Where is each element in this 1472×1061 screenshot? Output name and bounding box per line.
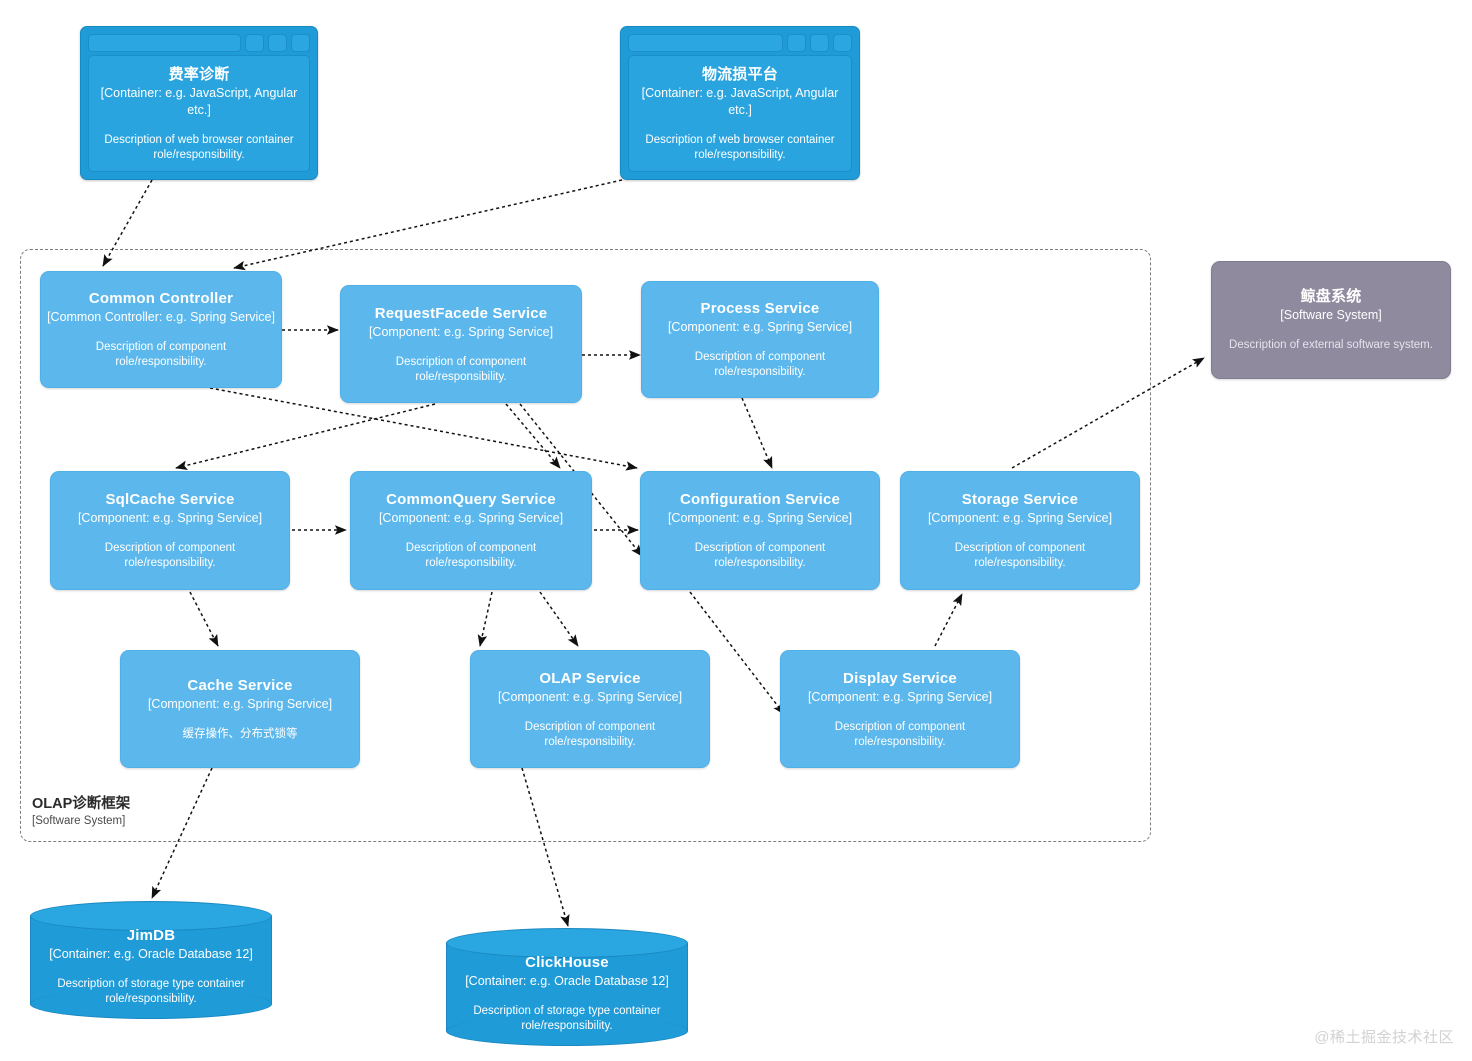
node-desc: 缓存操作、分布式锁等 (182, 728, 298, 740)
node-title: CommonQuery Service (386, 491, 556, 508)
browser-address-bar (88, 33, 241, 52)
node-title: Configuration Service (679, 491, 841, 508)
node-desc: Description of component role/responsibi… (694, 542, 826, 569)
node-tech: [Common Controller: e.g. Spring Service] (47, 310, 275, 324)
browser-screen: 物流损平台 [Container: e.g. JavaScript, Angul… (628, 55, 852, 172)
node-title: Display Service (843, 669, 957, 687)
node-requestfacede-service[interactable]: RequestFacede Service [Component: e.g. S… (340, 285, 582, 403)
node-tech: [Container: e.g. JavaScript, Angular etc… (100, 85, 298, 117)
node-jimdb[interactable]: JimDB [Container: e.g. Oracle Database 1… (30, 901, 272, 1019)
node-tech: [Component: e.g. Spring Service] (807, 689, 993, 704)
node-title: 鲸盘系统 (1300, 288, 1362, 305)
browser-address-bar (628, 33, 783, 52)
browser-button-icon (291, 33, 310, 52)
node-tech: [Component: e.g. Spring Service] (667, 511, 853, 525)
node-title: Process Service (700, 300, 820, 317)
node-tech: [Component: e.g. Spring Service] (77, 511, 263, 525)
node-tech: [Container: e.g. Oracle Database 12] (49, 946, 253, 961)
node-commonquery-service[interactable]: CommonQuery Service [Component: e.g. Spr… (350, 471, 592, 590)
node-tech: [Component: e.g. Spring Service] (667, 320, 853, 334)
browser-chrome (88, 33, 310, 52)
node-desc: Description of component role/responsibi… (95, 341, 227, 368)
node-display-service[interactable]: Display Service [Component: e.g. Spring … (780, 650, 1020, 768)
node-process-service[interactable]: Process Service [Component: e.g. Spring … (641, 281, 879, 398)
node-title: 费率诊断 (168, 65, 230, 83)
node-tech: [Component: e.g. Spring Service] (497, 689, 683, 704)
node-desc: Description of component role/responsibi… (694, 351, 826, 378)
boundary-title: OLAP诊断框架 (32, 796, 131, 812)
node-desc: Description of storage type container ro… (473, 1004, 661, 1032)
node-desc: Description of component role/responsibi… (834, 720, 966, 748)
node-title: Cache Service (187, 677, 293, 694)
browser-button-icon (268, 33, 287, 52)
watermark: @稀土掘金技术社区 (1314, 1029, 1454, 1046)
database-cylinder-icon (446, 928, 688, 1046)
database-cylinder-icon (30, 901, 272, 1019)
node-clickhouse[interactable]: ClickHouse [Container: e.g. Oracle Datab… (446, 928, 688, 1046)
node-desc: Description of component role/responsibi… (524, 720, 656, 748)
node-fee-rate-diagnosis[interactable]: 费率诊断 [Container: e.g. JavaScript, Angula… (80, 26, 318, 180)
boundary-type: [Software System] (32, 815, 126, 827)
node-desc: Description of web browser container rol… (645, 133, 835, 161)
node-tech: [Component: e.g. Spring Service] (368, 324, 554, 339)
node-sqlcache-service[interactable]: SqlCache Service [Component: e.g. Spring… (50, 471, 290, 590)
node-tech: [Software System] (1280, 308, 1382, 322)
node-desc: Description of component role/responsibi… (954, 542, 1086, 569)
node-common-controller[interactable]: Common Controller [Common Controller: e.… (40, 271, 282, 388)
node-title: OLAP Service (539, 669, 641, 687)
node-tech: [Component: e.g. Spring Service] (378, 511, 564, 525)
browser-button-icon (245, 33, 264, 52)
node-desc: Description of component role/responsibi… (405, 542, 537, 569)
browser-screen: 费率诊断 [Container: e.g. JavaScript, Angula… (88, 55, 310, 172)
browser-button-icon (787, 33, 806, 52)
node-tech: [Container: e.g. JavaScript, Angular etc… (641, 85, 839, 117)
node-title: Storage Service (961, 491, 1079, 508)
node-desc: Description of component role/responsibi… (395, 355, 527, 383)
node-title: Common Controller (88, 290, 234, 307)
browser-chrome (628, 33, 852, 52)
node-title: ClickHouse (525, 953, 609, 971)
node-tech: [Component: e.g. Spring Service] (927, 511, 1113, 525)
node-title: 物流损平台 (701, 65, 778, 83)
node-title: JimDB (126, 926, 176, 944)
node-whale-disk-system[interactable]: 鲸盘系统 [Software System] Description of ex… (1211, 261, 1451, 379)
node-tech: [Component: e.g. Spring Service] (147, 697, 333, 711)
node-configuration-service[interactable]: Configuration Service [Component: e.g. S… (640, 471, 880, 590)
node-desc: Description of external software system. (1229, 339, 1433, 351)
node-olap-service[interactable]: OLAP Service [Component: e.g. Spring Ser… (470, 650, 710, 768)
node-title: RequestFacede Service (374, 304, 548, 322)
node-desc: Description of storage type container ro… (57, 977, 245, 1005)
browser-button-icon (810, 33, 829, 52)
node-tech: [Container: e.g. Oracle Database 12] (465, 973, 669, 988)
node-storage-service[interactable]: Storage Service [Component: e.g. Spring … (900, 471, 1140, 590)
browser-button-icon (833, 33, 852, 52)
node-logistics-loss-platform[interactable]: 物流损平台 [Container: e.g. JavaScript, Angul… (620, 26, 860, 180)
boundary-label: OLAP诊断框架 [Software System] (32, 795, 332, 829)
node-desc: Description of component role/responsibi… (104, 542, 236, 569)
node-desc: Description of web browser container rol… (104, 133, 294, 161)
node-title: SqlCache Service (105, 491, 235, 508)
node-cache-service[interactable]: Cache Service [Component: e.g. Spring Se… (120, 650, 360, 768)
